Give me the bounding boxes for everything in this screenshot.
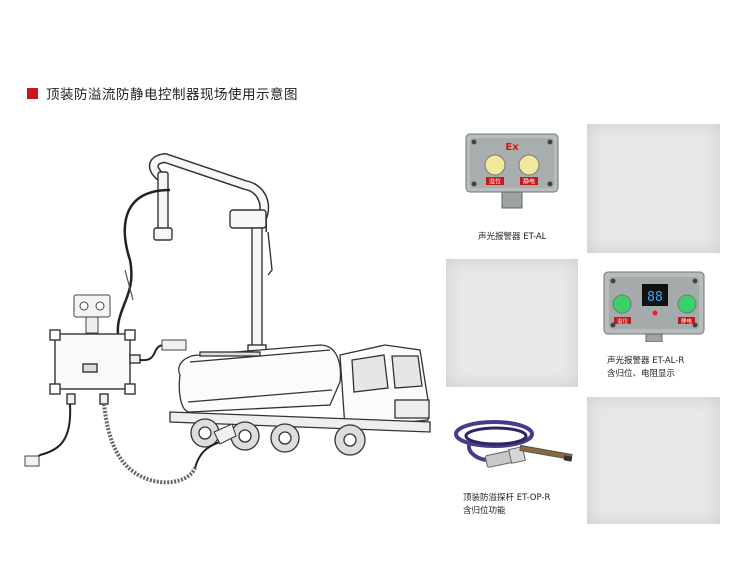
ex-mark: Ex	[505, 142, 519, 153]
svg-text:溢位: 溢位	[489, 178, 501, 186]
svg-text:静电: 静电	[523, 178, 535, 186]
control-box	[49, 329, 141, 405]
tanker-truck	[169, 344, 431, 456]
loading-arm	[148, 152, 273, 352]
probe-et-op-r-image	[454, 420, 573, 468]
svg-text:静电: 静电	[681, 317, 693, 325]
alarm-unit-small	[73, 294, 111, 334]
placeholder-tile-middle-left	[446, 259, 578, 387]
page-title-text: 顶装防溢流防静电控制器现场使用示意图	[46, 87, 298, 103]
caption-et-al-r: 声光报警器 ET-AL-R 含归位、电阻显示	[607, 356, 685, 379]
caption-et-al: 声光报警器 ET-AL	[478, 232, 547, 242]
title-marker	[27, 87, 38, 99]
placeholder-tile-bottom-right	[587, 397, 720, 524]
site-illustration	[24, 152, 431, 485]
alarm-et-al-r-image: 88 溢位 静电	[603, 271, 705, 342]
svg-text:溢位: 溢位	[617, 317, 629, 325]
resistance-display: 88	[647, 290, 663, 305]
caption-et-op-r: 顶装防溢探杆 ET-OP-R 含归位功能	[463, 493, 551, 516]
placeholder-tile-top-right	[587, 124, 720, 253]
page-title: 顶装防溢流防静电控制器现场使用示意图	[27, 83, 298, 103]
alarm-et-al-image: Ex 溢位 静电	[465, 133, 559, 209]
